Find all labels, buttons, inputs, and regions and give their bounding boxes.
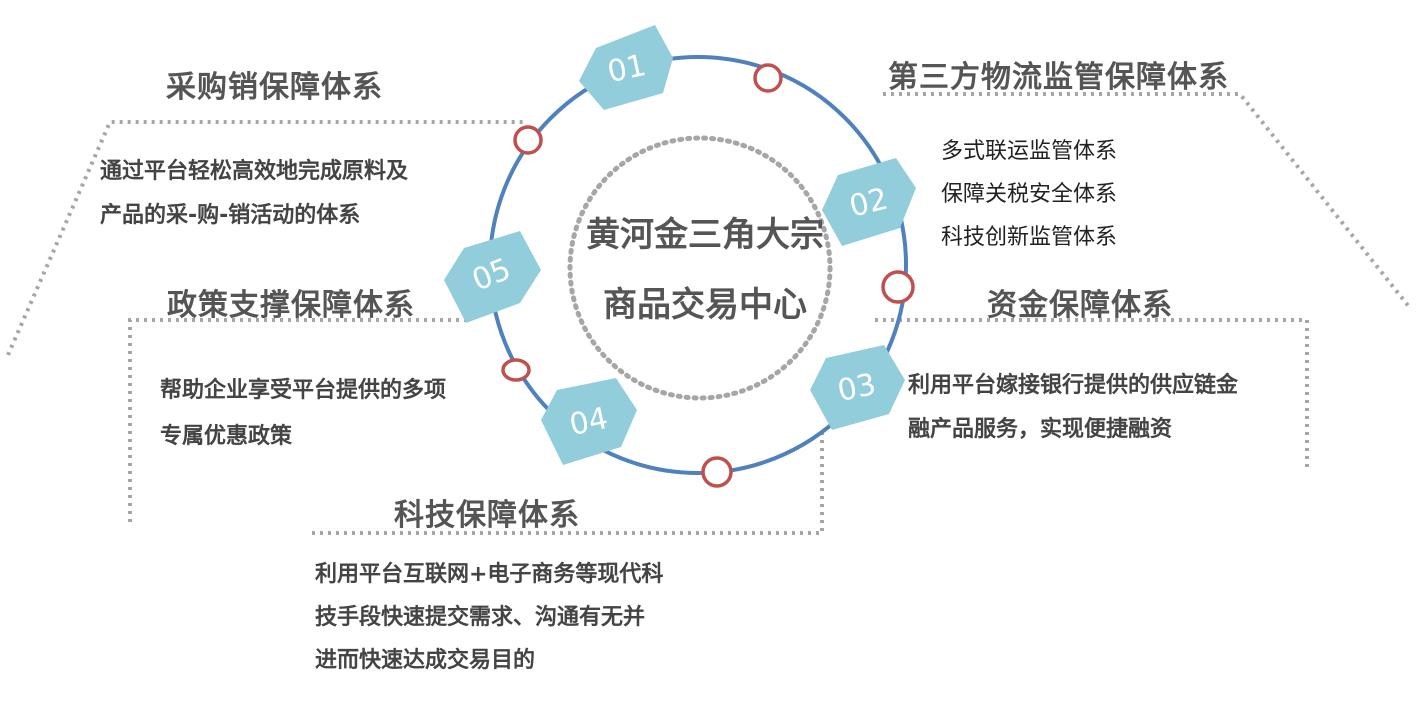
hex-03-label: 03 xyxy=(834,367,879,409)
purchase-desc-line: 通过平台轻松高效地完成原料及 xyxy=(100,159,409,184)
center-title: 黄河金三角大宗 商品交易中心 xyxy=(560,200,850,340)
logistics-list: 多式联运监管体系 保障关税安全体系 科技创新监管体系 xyxy=(941,130,1117,259)
connector-lines xyxy=(6,92,1412,535)
hex-01[interactable]: 01 xyxy=(579,25,673,110)
hex-05[interactable]: 05 xyxy=(444,231,541,323)
funding-desc-line: 利用平台嫁接银行提供的供应链金 xyxy=(908,373,1239,398)
ring-nodes xyxy=(501,63,915,488)
hex-03[interactable]: 03 xyxy=(810,345,905,430)
ring-node xyxy=(753,63,783,93)
funding-title: 资金保障体系 xyxy=(987,288,1173,323)
purchase-desc-line: 产品的采-购-销活动的体系 xyxy=(100,203,361,228)
policy-frame xyxy=(128,318,470,522)
funding-desc: 利用平台嫁接银行提供的供应链金 融产品服务，实现便捷融资 xyxy=(908,364,1238,452)
logistics-title: 第三方物流监管保障体系 xyxy=(888,60,1229,95)
purchase-desc: 通过平台轻松高效地完成原料及 产品的采-购-销活动的体系 xyxy=(100,150,408,238)
policy-desc: 帮助企业享受平台提供的多项 专属优惠政策 xyxy=(160,368,446,460)
policy-desc-line: 专属优惠政策 xyxy=(160,424,293,449)
hex-02[interactable]: 02 xyxy=(822,158,916,246)
tech-frame xyxy=(312,428,824,535)
logistics-list-item: 科技创新监管体系 xyxy=(941,225,1118,250)
logistics-list-item: 保障关税安全体系 xyxy=(941,182,1118,207)
tech-title: 科技保障体系 xyxy=(394,498,580,533)
center-title-line2: 商品交易中心 xyxy=(603,285,807,325)
tech-desc-line: 技手段快速提交需求、沟通有无并 xyxy=(315,605,646,630)
center-title-line1: 黄河金三角大宗 xyxy=(586,215,824,255)
center-dotted-circle xyxy=(567,135,833,401)
policy-title: 政策支撑保障体系 xyxy=(167,288,415,323)
funding-desc-line: 融产品服务，实现便捷融资 xyxy=(908,417,1173,442)
ring-node xyxy=(701,456,733,488)
ring-node xyxy=(501,358,531,382)
logistics-list-item: 多式联运监管体系 xyxy=(941,139,1118,164)
tech-desc: 利用平台互联网+电子商务等现代科 技手段快速提交需求、沟通有无并 进而快速达成交… xyxy=(315,553,663,682)
tech-desc-line: 利用平台互联网+电子商务等现代科 xyxy=(315,562,664,587)
hex-01-label: 01 xyxy=(604,48,649,90)
policy-desc-line: 帮助企业享受平台提供的多项 xyxy=(160,378,447,403)
hex-04-label: 04 xyxy=(566,401,611,443)
funding-frame xyxy=(875,318,1309,470)
hex-04[interactable]: 04 xyxy=(541,378,637,465)
tech-desc-line: 进而快速达成交易目的 xyxy=(315,648,536,673)
purchase-title: 采购销保障体系 xyxy=(166,70,383,105)
ring-node xyxy=(881,270,915,304)
ring-node xyxy=(513,125,543,155)
